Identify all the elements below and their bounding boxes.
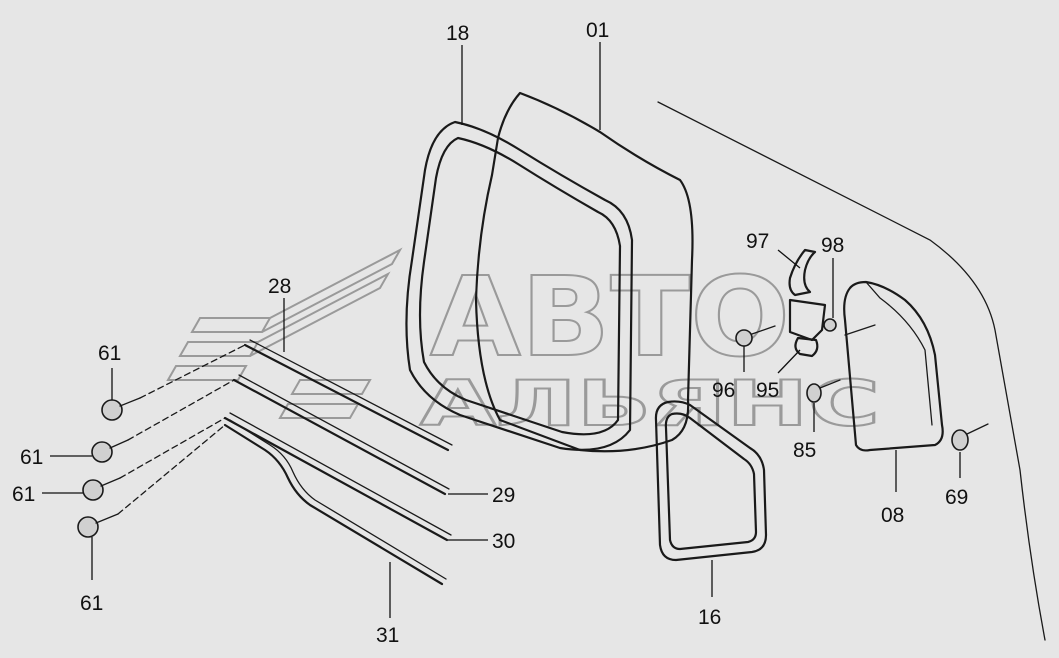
weather-strip-18-inner — [418, 136, 622, 436]
side-glass-08-edge — [865, 281, 933, 426]
small-frame-16 — [654, 400, 768, 562]
bolt-axis-1 — [139, 344, 246, 399]
cab-body-edge — [844, 324, 876, 336]
pin-69 — [951, 423, 989, 451]
glass-panel-01 — [474, 91, 694, 453]
screw-96 — [735, 325, 776, 347]
cab-body-outline — [657, 101, 1046, 641]
callout-18: 18 — [446, 22, 469, 45]
latch-hook-97 — [788, 248, 817, 297]
callout-96: 96 — [712, 379, 735, 402]
nut-98 — [823, 318, 837, 332]
watermark-logo — [166, 247, 403, 419]
callout-61-4: 61 — [80, 592, 103, 615]
weather-strip-18 — [405, 120, 634, 451]
bolt-axis-2 — [127, 379, 235, 441]
callout-08: 08 — [881, 504, 904, 527]
bolt-61-2 — [91, 439, 129, 463]
bolt-61-3 — [82, 477, 121, 501]
watermark: АВТО АЛЬЯНС — [166, 247, 881, 441]
bolt-61-4 — [77, 513, 119, 538]
small-frame-16-inner — [664, 412, 758, 551]
latch-knob-95 — [794, 336, 819, 358]
watermark-line2: АЛЬЯНС — [420, 367, 880, 440]
callout-61-1: 61 — [98, 342, 121, 365]
callout-61-3: 61 — [12, 483, 35, 506]
leader-lines — [42, 42, 961, 618]
rod-28 — [243, 339, 453, 452]
rod-30 — [223, 412, 452, 542]
bolt-61-1 — [101, 397, 141, 421]
callout-01: 01 — [586, 19, 609, 42]
callout-97: 97 — [746, 230, 769, 253]
callout-16: 16 — [698, 606, 721, 629]
pin-85 — [806, 379, 841, 403]
bolt-axis-3 — [119, 417, 226, 479]
latch-plate-95 — [788, 298, 827, 342]
callout-98: 98 — [821, 234, 844, 257]
callout-95: 95 — [756, 379, 779, 402]
callout-30: 30 — [492, 530, 515, 553]
callout-69: 69 — [945, 486, 968, 509]
watermark-line1: АВТО — [430, 253, 790, 381]
callout-28: 28 — [268, 275, 291, 298]
callout-31: 31 — [376, 624, 399, 647]
bolt-axis-4 — [117, 424, 226, 515]
callout-61-2: 61 — [20, 446, 43, 469]
callout-85: 85 — [793, 439, 816, 462]
rod-29 — [232, 374, 450, 496]
callout-29: 29 — [492, 484, 515, 507]
rod-31 — [223, 419, 447, 586]
